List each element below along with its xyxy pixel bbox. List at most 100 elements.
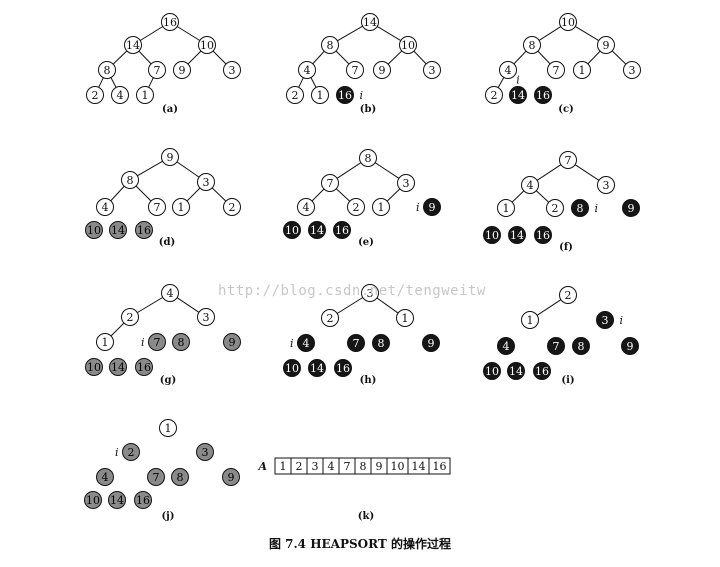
node-circle (308, 359, 326, 377)
node-circle (86, 86, 104, 104)
heap-node: 1 (159, 419, 177, 437)
node-circle (372, 198, 390, 216)
heap-node: 9 (423, 198, 441, 216)
node-circle (333, 221, 351, 239)
node-circle (622, 199, 640, 217)
node-circle (372, 334, 390, 352)
tree-edge (176, 26, 201, 41)
node-circle (346, 61, 364, 79)
tree-edge (98, 77, 104, 88)
node-circle (148, 333, 166, 351)
node-circle (148, 61, 166, 79)
heap-node: 2 (347, 198, 365, 216)
node-value: 4 (527, 179, 534, 192)
heap-node: 8 (372, 334, 390, 352)
heap-node: 1 (172, 198, 190, 216)
heap-node: 7 (347, 334, 365, 352)
watermark-text: http://blog.csdn.net/tengweitw (218, 283, 486, 299)
node-value: 14 (110, 494, 124, 507)
node-value: 1 (142, 89, 149, 102)
node-value: 10 (285, 362, 299, 375)
tree-edge (587, 50, 601, 65)
node-value: 10 (87, 224, 101, 237)
node-circle (547, 61, 565, 79)
heap-node: 8 (321, 36, 339, 54)
heap-node: 9 (223, 333, 241, 351)
heap-node: 7 (547, 61, 565, 79)
heap-node: 4 (521, 176, 539, 194)
node-circle (573, 61, 591, 79)
index-marker: i (595, 202, 599, 215)
node-circle (122, 443, 140, 461)
index-marker: i (620, 314, 624, 327)
index-marker: i (360, 89, 364, 102)
node-circle (96, 468, 114, 486)
array-cell-value: 2 (296, 460, 303, 473)
node-value: 14 (111, 224, 125, 237)
node-circle (198, 36, 216, 54)
heap-node: 4 (297, 198, 315, 216)
panel-label: (h) (360, 375, 377, 386)
node-circle (298, 61, 316, 79)
node-value: 2 (353, 201, 360, 214)
node-value: 14 (111, 361, 125, 374)
node-circle (499, 61, 517, 79)
node-value: 1 (165, 422, 172, 435)
node-value: 9 (228, 471, 235, 484)
node-circle (534, 226, 552, 244)
node-circle (96, 333, 114, 351)
node-circle (197, 308, 215, 326)
node-value: 10 (485, 365, 499, 378)
heap-node: 1 (573, 61, 591, 79)
array-cell-value: 4 (328, 460, 335, 473)
node-value: 16 (336, 362, 350, 375)
heap-node: 2 (286, 86, 304, 104)
tree-edge (137, 160, 163, 177)
array-cell: 7 (338, 457, 356, 475)
node-value: 16 (137, 361, 151, 374)
tree-edge (135, 185, 152, 202)
tree-edge (336, 297, 364, 314)
heap-node: 3 (623, 61, 641, 79)
node-circle (136, 86, 154, 104)
panel-label: (a) (162, 104, 178, 115)
heap-node: 4 (96, 468, 114, 486)
heap-node: 2 (86, 86, 104, 104)
node-value: 3 (203, 311, 210, 324)
node-circle (373, 61, 391, 79)
heap-node: 10 (399, 36, 417, 54)
node-value: 8 (327, 39, 334, 52)
tree-edge (336, 162, 362, 179)
node-circle (347, 198, 365, 216)
tree-edge (212, 50, 227, 65)
tree-edge (337, 25, 363, 42)
node-value: 3 (602, 314, 609, 327)
node-circle (121, 308, 139, 326)
heap-node: 1 (311, 86, 329, 104)
heap-node: 14 (507, 362, 525, 380)
node-circle (297, 198, 315, 216)
heap-node: 3 (197, 173, 215, 191)
node-value: 3 (429, 64, 436, 77)
heap-node: 4 (297, 334, 315, 352)
node-circle (96, 198, 114, 216)
tree-edge (176, 161, 200, 178)
index-marker: i (290, 337, 294, 350)
node-value: 8 (578, 340, 585, 353)
node-value: 7 (352, 64, 359, 77)
heap-node: 10 (483, 362, 501, 380)
heap-node: 16 (161, 13, 179, 31)
index-marker: i (416, 201, 420, 214)
heap-node: 14 (124, 36, 142, 54)
node-value: 9 (603, 39, 610, 52)
heap-node: 8 (121, 171, 139, 189)
panel-label: (k) (358, 511, 374, 522)
heap-node: 2 (121, 308, 139, 326)
heap-node: 16 (336, 86, 354, 104)
node-circle (572, 337, 590, 355)
array-cell-value: 7 (344, 460, 351, 473)
